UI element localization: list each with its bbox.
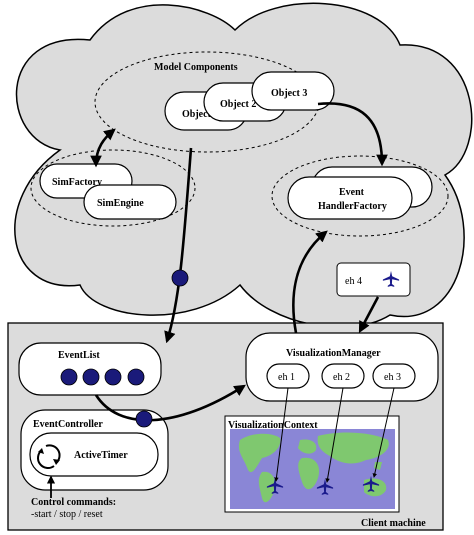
simengine-box (83, 184, 177, 220)
arrow-eh4-to-vizmanager (358, 296, 380, 334)
event-dot (171, 269, 189, 287)
event-handler-factory-line2: HandlerFactory (318, 201, 387, 212)
arrow-sim-to-model (90, 128, 116, 168)
event-handler-factory-group (271, 155, 449, 237)
client-machine-label: Client machine (361, 518, 426, 529)
eh3-to-map-arrow (372, 387, 395, 478)
model-components-title: Model Components (154, 62, 238, 73)
eh1-to-map-arrow (274, 387, 289, 482)
event-dot (135, 410, 153, 428)
visualizationmanager-title: VisualizationManager (286, 348, 381, 359)
event-dot (127, 368, 145, 386)
control-commands-detail: -start / stop / reset (31, 509, 103, 520)
object-2-label: Object 2 (220, 99, 256, 110)
control-commands-title: Control commands: (31, 497, 116, 508)
event-dot (82, 368, 100, 386)
object-1-label: Object 1 (182, 109, 218, 120)
sim-group (30, 149, 196, 227)
eventlist-title: EventList (58, 350, 100, 361)
arrow-model-to-handlerfactory (317, 102, 388, 167)
eh2-label: eh 2 (333, 372, 350, 383)
arrow-model-to-eventlist (164, 147, 193, 344)
arrow-vizmanager-to-handlerfactory (292, 230, 328, 334)
visualizationcontext-title: VisualizationContext (228, 420, 318, 431)
simengine-label: SimEngine (97, 198, 144, 209)
eh1-label: eh 1 (278, 372, 295, 383)
world-map-landmasses (238, 432, 389, 503)
event-dot (104, 368, 122, 386)
object-3-box (251, 71, 335, 111)
event-handler-factory-box (287, 176, 413, 220)
object-3-label: Object 3 (271, 88, 307, 99)
refresh-cycle-icon (37, 444, 61, 469)
activetimer-box (29, 432, 159, 477)
simfactory-label: SimFactory (52, 177, 102, 188)
eh2-to-map-arrow (325, 387, 344, 483)
eventcontroller-title: EventController (33, 419, 103, 430)
eh4-box (336, 262, 411, 297)
activetimer-label: ActiveTimer (74, 450, 128, 461)
server-cloud (14, 2, 473, 328)
event-dot (60, 368, 78, 386)
eh4-label: eh 4 (345, 276, 362, 287)
event-handler-factory-line1: Event (339, 187, 365, 198)
eh3-label: eh 3 (384, 372, 401, 383)
arrow-eventlist-to-vizmanager (94, 384, 246, 422)
